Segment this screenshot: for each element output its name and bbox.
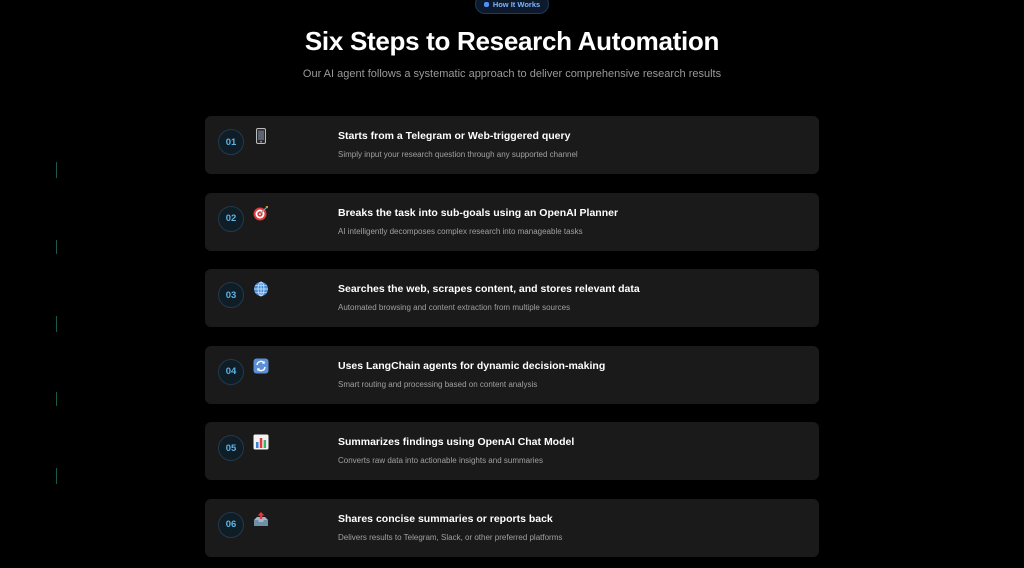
step-number: 04 (218, 358, 244, 385)
how-it-works-badge: How It Works (475, 0, 549, 14)
step-number: 05 (218, 435, 244, 461)
step-description: Smart routing and processing based on co… (338, 379, 538, 389)
step-title: Summarizes findings using OpenAI Chat Mo… (338, 436, 575, 448)
steps-list: 01 Starts from a Telegram or Web-trigger… (205, 116, 819, 568)
mobile-phone-icon (253, 128, 269, 144)
outbox-tray-icon (253, 511, 269, 527)
step-card-3: 03 Searches the web, scrapes content, an… (205, 269, 819, 327)
step-description: AI intelligently decomposes complex rese… (338, 226, 583, 236)
page-title: Six Steps to Research Automation (304, 26, 720, 56)
step-description: Simply input your research question thro… (338, 150, 578, 159)
step-title: Shares concise summaries or reports back (338, 512, 553, 525)
decorative-line (56, 392, 57, 406)
step-card-4: 04 Uses LangChain agents for dynamic dec… (205, 345, 819, 404)
step-number: 01 (218, 129, 244, 155)
step-description: Delivers results to Telegram, Slack, or … (338, 532, 563, 542)
step-card-1: 01 Starts from a Telegram or Web-trigger… (205, 116, 819, 174)
step-title: Uses LangChain agents for dynamic decisi… (338, 359, 606, 372)
step-number: 03 (218, 282, 244, 308)
globe-icon (253, 281, 269, 297)
step-title: Breaks the task into sub-goals using an … (338, 206, 619, 219)
badge-dot-icon (483, 1, 489, 7)
page-subtitle: Our AI agent follows a systematic approa… (302, 68, 722, 80)
decorative-line (56, 316, 57, 332)
refresh-icon (253, 358, 269, 374)
step-description: Automated browsing and content extractio… (338, 303, 571, 312)
step-card-6: 06 Shares concise summaries or reports b… (205, 498, 819, 557)
step-number: 06 (218, 511, 244, 538)
bar-chart-icon (253, 434, 269, 450)
step-description: Converts raw data into actionable insigh… (338, 456, 543, 465)
step-card-5: 05 Summarizes findings using OpenAI Chat… (205, 422, 819, 480)
step-title: Starts from a Telegram or Web-triggered … (338, 130, 571, 142)
decorative-line (56, 468, 57, 484)
step-title: Searches the web, scrapes content, and s… (338, 283, 640, 295)
badge-label: How It Works (492, 0, 541, 9)
step-number: 02 (218, 205, 244, 232)
target-icon (253, 205, 269, 221)
decorative-line (56, 162, 57, 178)
decorative-line (56, 240, 57, 254)
step-card-2: 02 Breaks the task into sub-goals using … (205, 192, 819, 251)
